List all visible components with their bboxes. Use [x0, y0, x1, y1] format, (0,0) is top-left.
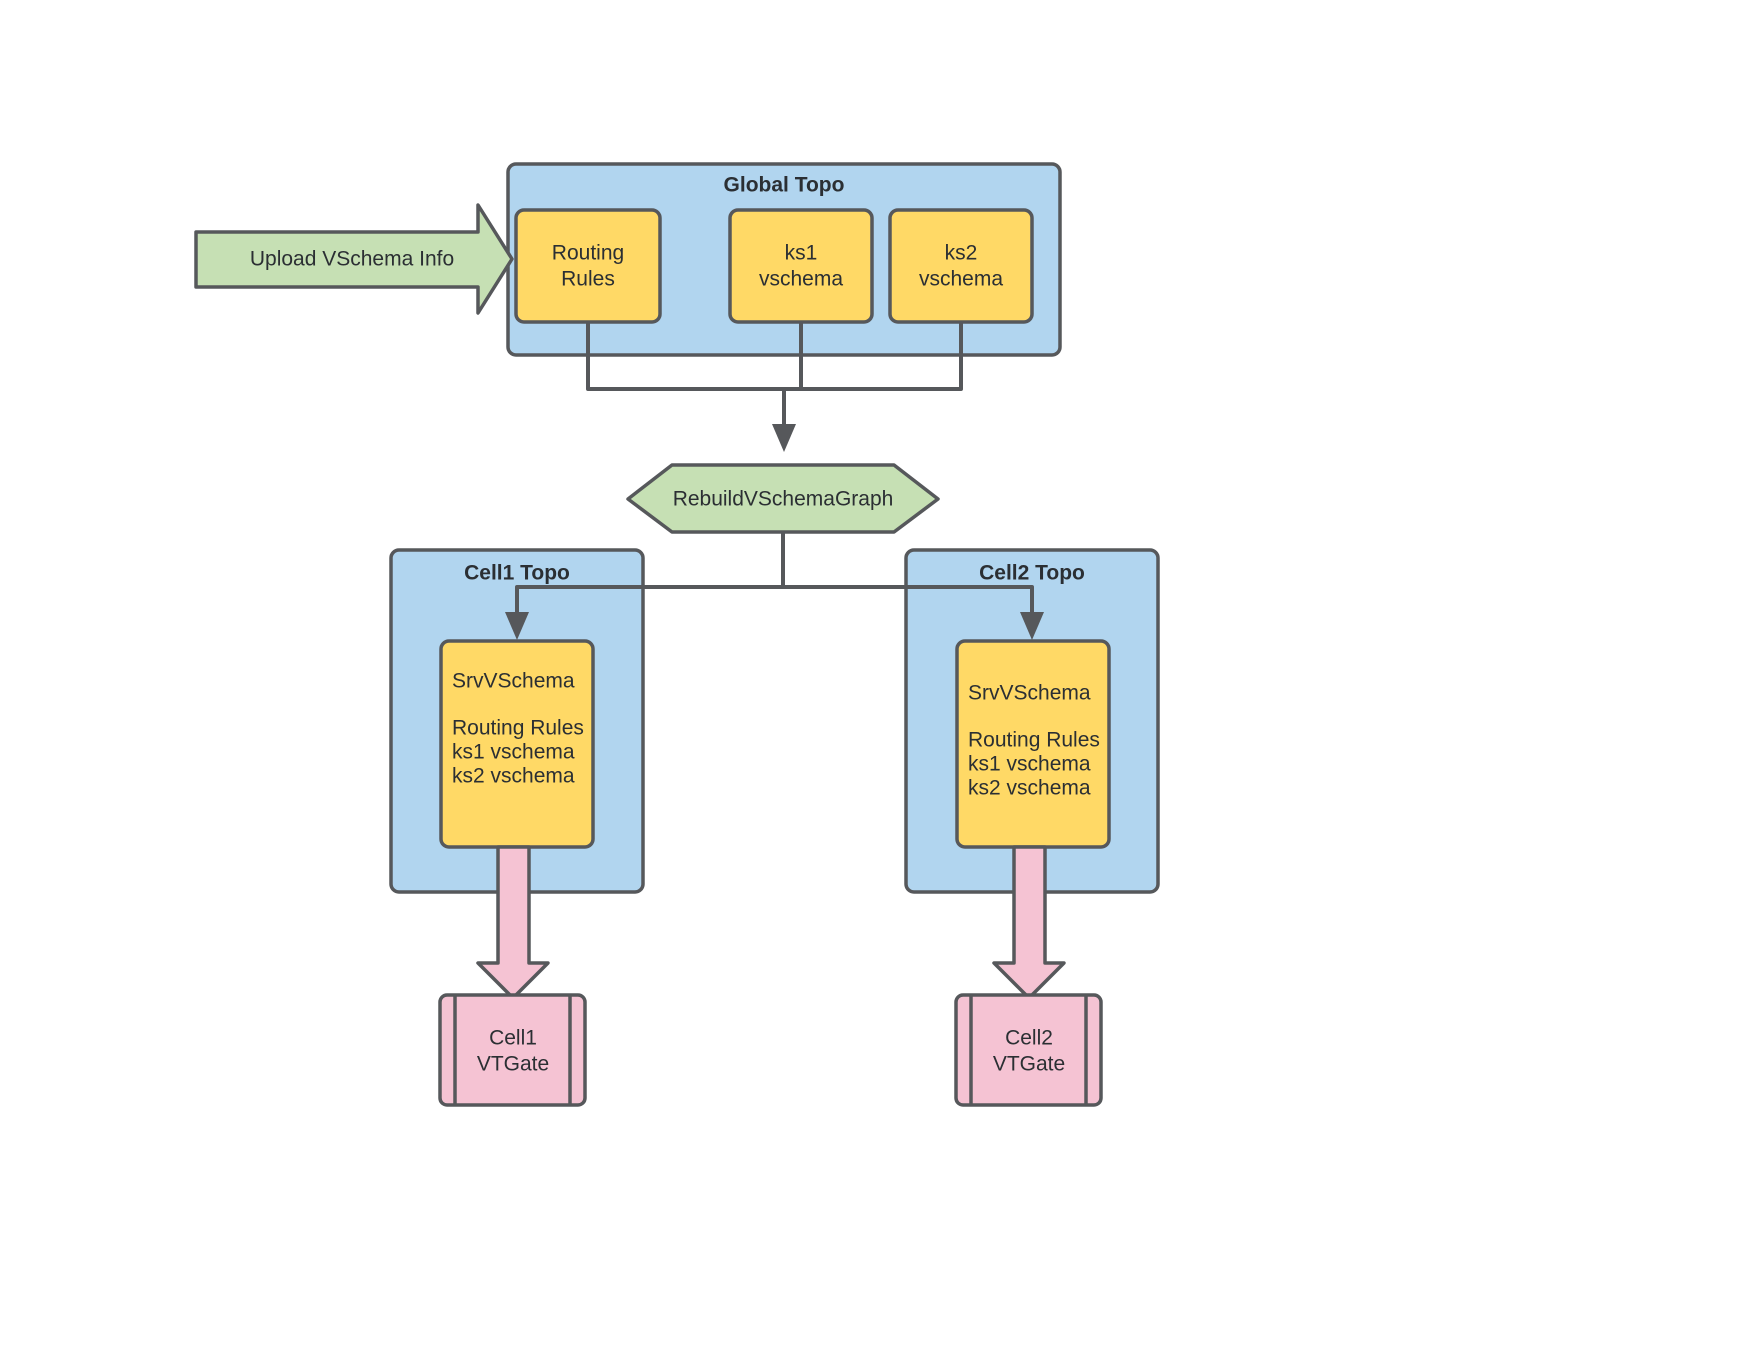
cell2-vtgate-node[interactable]: Cell2 VTGate: [954, 993, 1103, 1107]
down-arrow-icon-cell2: [992, 845, 1066, 1000]
routing-rules-box: [514, 208, 662, 324]
cell2-srvvschema-item-0: Routing Rules: [968, 729, 1100, 752]
cell1-srv-to-vtgate-arrow: [476, 845, 550, 1000]
arrowhead-to-cell2: [1020, 612, 1044, 640]
upload-vschema-info-arrow[interactable]: Upload VSchema Info: [194, 203, 514, 315]
ks1-vschema-line-2: vschema: [759, 268, 843, 291]
cell2-vtgate-line-2: VTGate: [993, 1053, 1065, 1076]
connector-to-cell2: [783, 585, 1034, 618]
ks1-vschema-box: [728, 208, 874, 324]
global-to-process-connectors: [586, 322, 963, 452]
cell2-srvvschema-heading: SrvVSchema: [968, 682, 1091, 705]
ks2-vschema-box: [888, 208, 1034, 324]
cell2-vtgate-line-1: Cell2: [1005, 1027, 1053, 1050]
hexagon-shape: [626, 463, 940, 534]
cell1-srvvschema-heading: SrvVSchema: [452, 670, 575, 693]
arrowhead-to-process: [772, 424, 796, 452]
cell2-srvvschema-item-2: ks2 vschema: [968, 777, 1091, 800]
down-arrow-icon-cell1: [476, 845, 550, 1000]
process-label: RebuildVSchemaGraph: [673, 488, 894, 511]
cell1-vtgate-box: [438, 993, 587, 1107]
cell1-topo-title: Cell1 Topo: [464, 562, 570, 585]
cell1-srvvschema-item-0: Routing Rules: [452, 717, 584, 740]
upload-vschema-info-label: Upload VSchema Info: [250, 248, 454, 271]
cell1-srvvschema-item-1: ks1 vschema: [452, 741, 575, 764]
arrowhead-to-cell1: [505, 612, 529, 640]
cell2-srv-to-vtgate-arrow: [992, 845, 1066, 1000]
process-to-cells-connectors: [505, 532, 1044, 640]
process-rebuild-vschema-graph[interactable]: RebuildVSchemaGraph: [626, 463, 940, 534]
routing-rules-line-2: Rules: [561, 268, 615, 291]
connector-to-cell1: [515, 585, 783, 618]
connector-ks2: [784, 322, 963, 391]
cell1-vtgate-line-2: VTGate: [477, 1053, 549, 1076]
ks2-vschema-line-2: vschema: [919, 268, 1003, 291]
ks1-vschema-line-1: ks1: [785, 242, 818, 265]
node-routing-rules[interactable]: Routing Rules: [514, 208, 662, 324]
cell2-topo-title: Cell2 Topo: [979, 562, 1085, 585]
connector-routing-rules: [586, 322, 784, 391]
right-arrow-icon: [194, 203, 514, 315]
cell2-srvvschema-item-1: ks1 vschema: [968, 753, 1091, 776]
node-ks1-vschema[interactable]: ks1 vschema: [728, 208, 874, 324]
ks2-vschema-line-1: ks2: [945, 242, 978, 265]
cell2-vtgate-box: [954, 993, 1103, 1107]
global-topo-title: Global Topo: [724, 174, 845, 197]
routing-rules-line-1: Routing: [552, 242, 624, 265]
cell1-srvvschema-node[interactable]: SrvVSchema Routing Rules ks1 vschema ks2…: [439, 639, 595, 849]
node-ks2-vschema[interactable]: ks2 vschema: [888, 208, 1034, 324]
cell1-vtgate-line-1: Cell1: [489, 1027, 537, 1050]
cell1-vtgate-node[interactable]: Cell1 VTGate: [438, 993, 587, 1107]
cell2-srvvschema-node[interactable]: SrvVSchema Routing Rules ks1 vschema ks2…: [955, 639, 1111, 849]
cell1-srvvschema-item-2: ks2 vschema: [452, 765, 575, 788]
